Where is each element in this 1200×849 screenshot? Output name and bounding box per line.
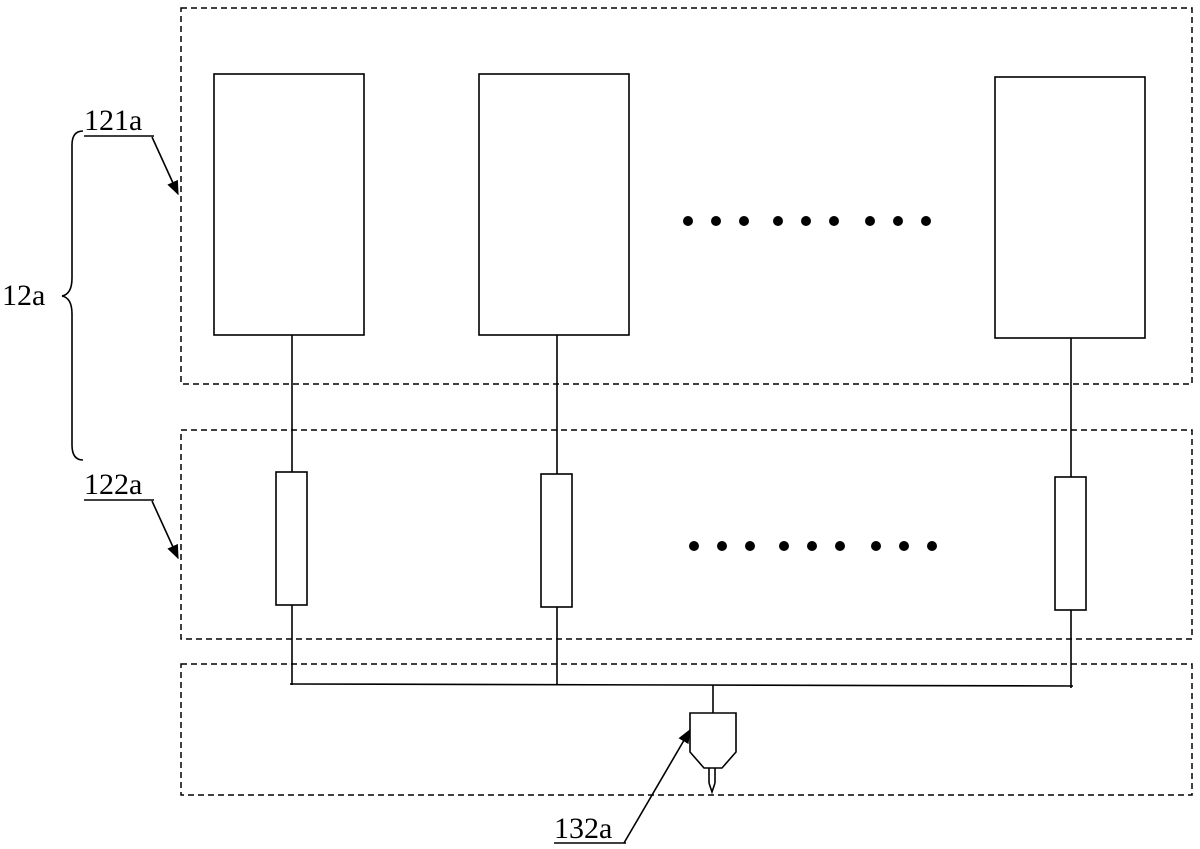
label-12a: 12a	[2, 279, 45, 312]
leader-arrow-122a	[151, 500, 179, 560]
group-brace	[61, 130, 84, 461]
label-122a: 122a	[84, 468, 142, 501]
unit-block-1	[213, 73, 365, 336]
leader-arrow-121a	[151, 136, 179, 196]
resistor-1	[275, 471, 308, 606]
upper-region-frame	[180, 7, 1193, 385]
label-121a: 121a	[84, 104, 142, 137]
unit-block-3	[994, 76, 1146, 339]
bottom-region-frame	[180, 663, 1193, 796]
resistor-2	[540, 473, 573, 608]
upper-ellipsis	[683, 216, 931, 226]
middle-region-frame	[180, 429, 1193, 640]
nozzle-element	[689, 685, 737, 795]
leader-arrow-132a	[623, 728, 691, 844]
unit-block-2	[478, 73, 630, 336]
label-132a: 132a	[554, 812, 612, 845]
resistor-3	[1054, 476, 1087, 611]
common-bus-line	[289, 683, 1074, 687]
middle-ellipsis	[689, 541, 937, 551]
